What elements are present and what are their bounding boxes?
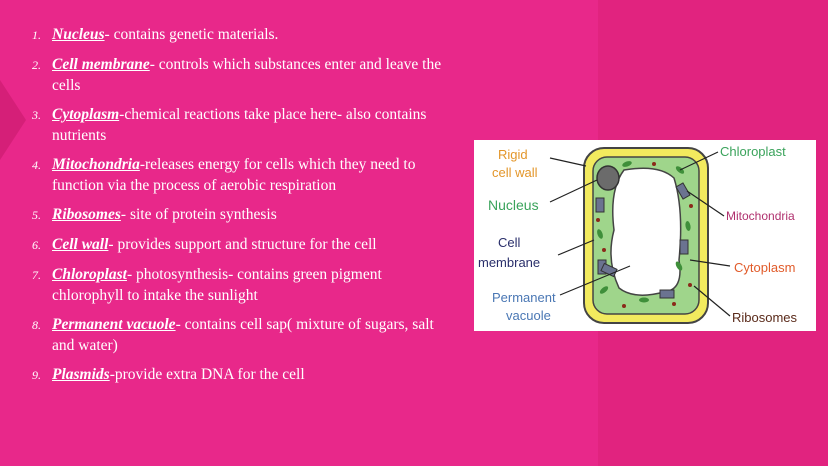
chloroplast-shape [622, 161, 632, 167]
mitochondrion-shape [675, 182, 691, 200]
rigid-cell-wall-label-line1: Rigid [498, 147, 528, 162]
item-description: - contains cell sap( mixture of sugars, … [52, 316, 434, 354]
item-number: 5. [32, 208, 41, 222]
item-description: -provide extra DNA for the cell [109, 366, 305, 383]
ribosome-dot [688, 283, 692, 287]
list-item: 5. Ribosomes- site of protein synthesis [32, 204, 442, 226]
item-term: Chloroplast [52, 266, 127, 283]
permanent-vacuole-label-line1: Permanent [492, 290, 556, 305]
list-item: 3. Cytoplasm-chemical reactions take plac… [32, 104, 442, 146]
vacuole-shape [610, 167, 682, 296]
item-description: -releases energy for cells which they ne… [52, 156, 416, 194]
item-term: Ribosomes [52, 206, 121, 223]
item-term: Plasmids [52, 366, 110, 383]
leader-line [679, 151, 719, 171]
item-number: 7. [32, 268, 41, 282]
chloroplast-shape [675, 261, 683, 271]
mitochondrion-shape [659, 289, 675, 299]
leader-line [557, 239, 595, 256]
list-item: 1. Nucleus- contains genetic materials. [32, 24, 442, 46]
cell-membrane-label-line2: membrane [478, 255, 541, 270]
item-number: 6. [32, 238, 41, 252]
list-item: 9. Plasmids-provide extra DNA for the cel… [32, 364, 442, 386]
list-item: 7. Chloroplast- photosynthesis- contains … [32, 264, 442, 306]
chloroplast-shape [599, 286, 609, 294]
item-number: 2. [32, 58, 41, 72]
item-term: Permanent vacuole [52, 316, 176, 333]
nucleus-label: Nucleus [488, 197, 539, 213]
plant-cell-drawing [549, 147, 731, 324]
ribosome-dot [652, 162, 656, 166]
mitochondrion-shape [595, 197, 605, 213]
item-term: Mitochondria [52, 156, 140, 173]
leader-line [689, 259, 731, 267]
cytoplasm-label: Cytoplasm [734, 260, 796, 275]
permanent-vacuole-label-line2: vacuole [506, 308, 551, 323]
leader-line [693, 285, 731, 317]
ribosome-dot [596, 218, 600, 222]
ribosome-dot [672, 302, 676, 306]
item-number: 8. [32, 318, 41, 332]
ribosome-dot [602, 248, 606, 252]
chloroplast-label: Chloroplast [720, 144, 786, 159]
mitochondria-label: Mitochondria [726, 209, 795, 223]
list-item: 8. Permanent vacuole- contains cell sap( … [32, 314, 442, 356]
rigid-cell-wall-label-line2: cell wall [492, 165, 538, 180]
item-term: Cytoplasm [52, 106, 120, 123]
nucleus-shape [596, 165, 620, 191]
item-term: Cell membrane [52, 56, 150, 73]
ribosomes-label: Ribosomes [732, 310, 798, 325]
item-description: - site of protein synthesis [120, 206, 277, 223]
mitochondrion-shape [679, 239, 689, 255]
item-number: 3. [32, 108, 41, 122]
ribosome-dot [622, 304, 626, 308]
item-description: - controls which substances enter and le… [52, 56, 442, 94]
ribosome-dot [689, 204, 693, 208]
chloroplast-shape [597, 229, 603, 239]
chloroplast-shape [685, 221, 691, 231]
item-description: -chemical reactions take place here- als… [52, 106, 427, 144]
organelle-list: 1. Nucleus- contains genetic materials. 2… [32, 24, 442, 394]
list-item: 6. Cell wall- provides support and struct… [32, 234, 442, 256]
item-description: - provides support and structure for the… [108, 236, 377, 253]
plant-cell-diagram: Rigid cell wall Nucleus Cell membrane Pe… [474, 140, 816, 331]
leader-line [549, 179, 598, 203]
cell-membrane-label-line1: Cell [498, 235, 521, 250]
background-arrow-shape [0, 80, 26, 160]
item-description: - photosynthesis- contains green pigment… [52, 266, 382, 304]
chloroplast-shape [639, 297, 649, 303]
item-number: 4. [32, 158, 41, 172]
item-number: 1. [32, 28, 41, 42]
item-term: Cell wall [52, 236, 109, 253]
leader-line [549, 157, 587, 167]
item-number: 9. [32, 368, 41, 382]
leader-line [686, 190, 725, 217]
list-item: 4. Mitochondria-releases energy for cells… [32, 154, 442, 196]
leader-line [559, 265, 631, 296]
item-term: Nucleus [52, 26, 105, 43]
item-description: - contains genetic materials. [104, 26, 279, 43]
list-item: 2. Cell membrane- controls which substanc… [32, 54, 442, 96]
